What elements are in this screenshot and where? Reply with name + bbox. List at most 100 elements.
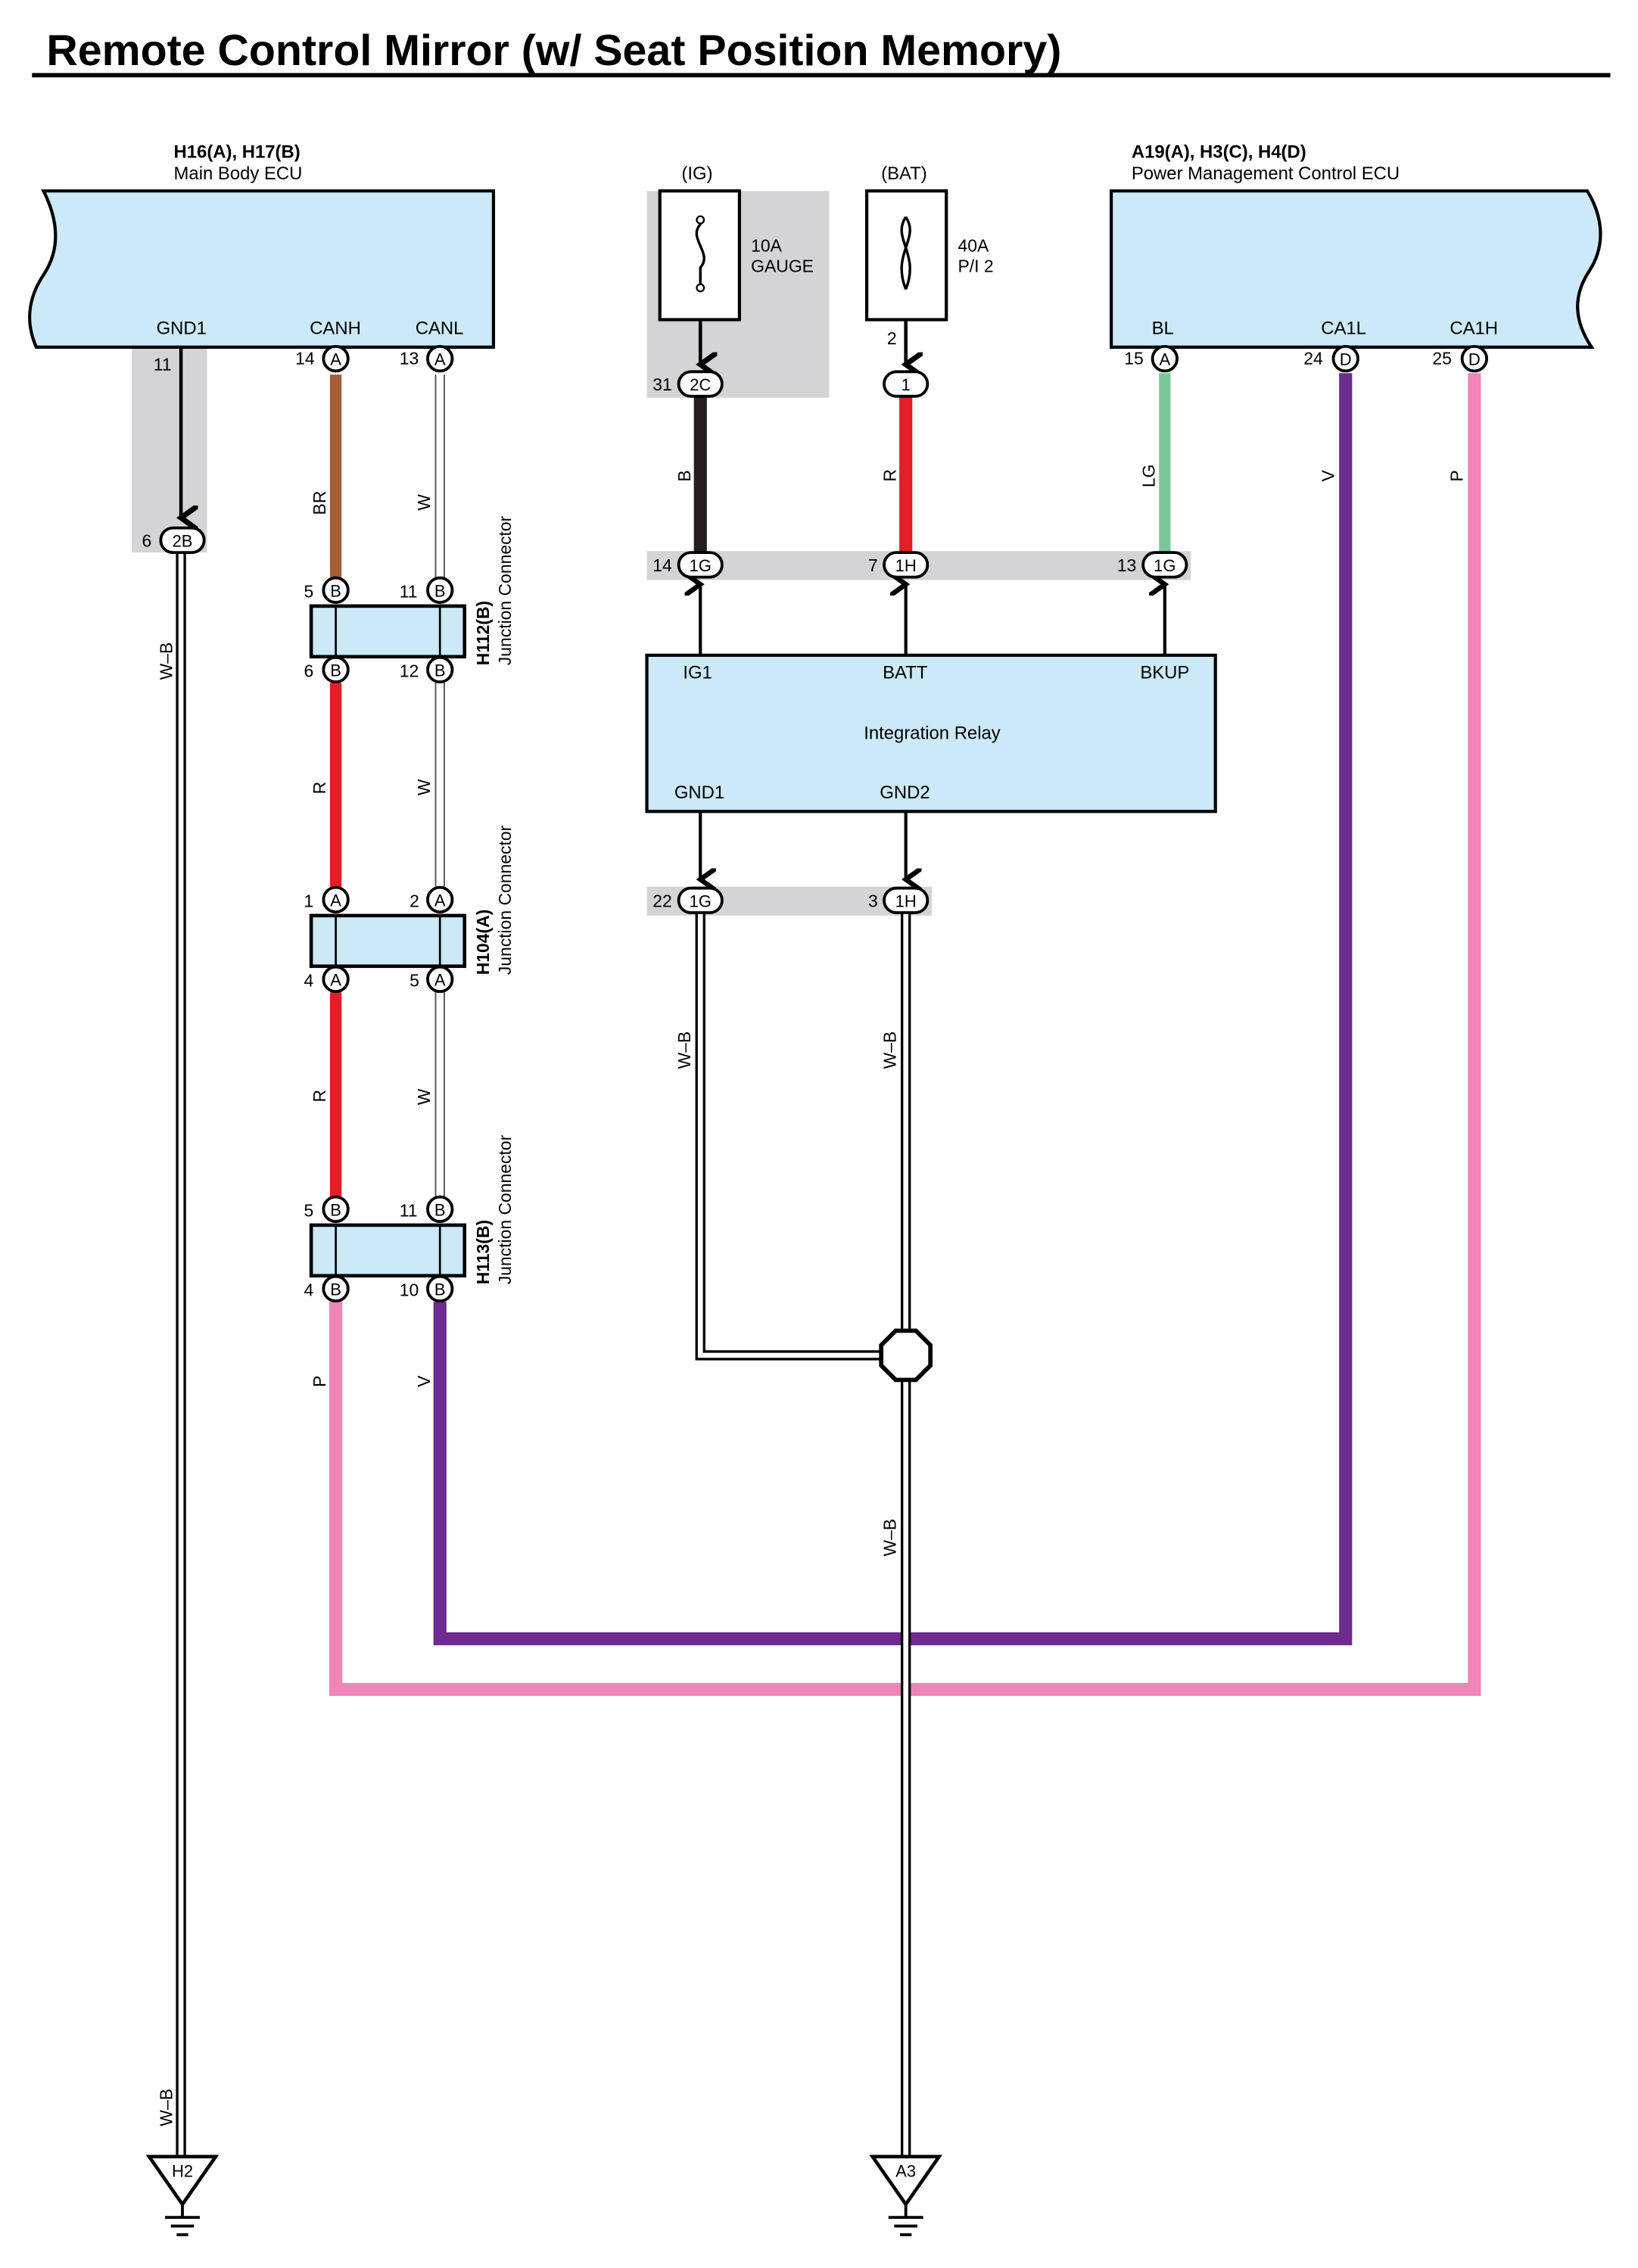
pm-ecu-connectors: A19(A), H3(C), H4(D) [1132, 142, 1306, 162]
ground-h2-label: H2 [172, 2162, 193, 2181]
svg-text:A: A [434, 971, 446, 990]
pin-circle-canh: A [322, 344, 350, 373]
main-body-ecu-box [28, 189, 496, 349]
pin-bl: 15 [1124, 349, 1144, 369]
junction-h113: H113(B) Junction Connector 5 11 4 10 [304, 1134, 515, 1299]
wire-label-canl-top: W [414, 494, 434, 511]
relay-gnd1: GND1 [674, 782, 724, 803]
svg-text:22: 22 [652, 891, 672, 910]
svg-text:B: B [330, 1280, 341, 1299]
fuse-gauge-name: GAUGE [751, 256, 814, 275]
pin-ca1l: 24 [1303, 349, 1323, 369]
junction-h112-pin-tl: 5 [304, 581, 314, 601]
svg-text:A: A [434, 350, 446, 369]
pin-circle-h104-bl: A [322, 965, 350, 994]
svg-text:A: A [434, 891, 446, 910]
connector-2c: 2C 31 [652, 370, 724, 398]
pin-circle-canl: A [426, 344, 454, 373]
connector-1h-batt: 1H 7 [868, 551, 930, 579]
wire-label-canh-top: BR [310, 491, 329, 515]
svg-text:2C: 2C [690, 375, 711, 394]
relay-bkup: BKUP [1140, 662, 1189, 683]
wire-label-canh-mid: R [310, 782, 329, 795]
junction-h112-desc: Junction Connector [495, 515, 515, 665]
svg-text:A: A [330, 350, 341, 369]
pin-circle-h104-tr: A [426, 885, 454, 914]
wire-label-ca1l: V [1318, 469, 1337, 481]
pin-canl: 13 [400, 349, 419, 369]
connector-1g-bkup: 1G 13 [1117, 551, 1188, 579]
pin-circle-h113-bl: B [322, 1274, 350, 1303]
svg-text:D: D [1468, 350, 1481, 369]
wire-label-ig-feed: B [674, 470, 694, 481]
main-body-ecu-connectors: H16(A), H17(B) [174, 142, 301, 162]
pin-circle-h113-br: B [426, 1274, 454, 1303]
svg-text:B: B [434, 1200, 446, 1219]
svg-text:1: 1 [902, 375, 911, 394]
junction-h104: H104(A) Junction Connector 1 2 4 5 [304, 825, 515, 990]
relay-name: Integration Relay [864, 723, 1001, 744]
wire-label-canh-low: R [310, 1090, 329, 1103]
splice-point [879, 1328, 933, 1383]
pin-canh: 14 [295, 349, 315, 369]
svg-text:2B: 2B [173, 531, 193, 550]
ground-h2: H2 [145, 2154, 220, 2236]
pin-circle-h112-tl: B [322, 576, 350, 604]
junction-h104-pin-tr: 2 [410, 891, 419, 910]
connector-1g-ig1: 1G 14 [652, 551, 724, 579]
svg-text:1G: 1G [690, 891, 712, 910]
wire-label-ca1h: P [1447, 470, 1467, 481]
integration-relay: IG1 BATT BKUP Integration Relay GND1 GND… [645, 653, 1217, 814]
terminal-bl: BL [1152, 319, 1174, 339]
pin-circles: A A A D D B B B B A A A A B B B B [322, 344, 1489, 1303]
integration-relay-box [645, 653, 1217, 814]
connector-1g-gnd1: 1G 22 [652, 886, 724, 914]
svg-text:A: A [330, 891, 341, 910]
junction-h112-pin-bl: 6 [304, 661, 314, 681]
main-body-ecu: H16(A), H17(B) Main Body ECU GND1 CANH C… [28, 142, 496, 374]
pm-ecu-name: Power Management Control ECU [1132, 163, 1400, 184]
wire-label-bat-feed: R [880, 469, 899, 482]
wire-label-bkup-feed: LG [1138, 465, 1158, 488]
svg-text:6: 6 [142, 530, 151, 550]
fuse-gauge: (IG) 10A GAUGE [658, 163, 814, 322]
svg-text:7: 7 [868, 555, 878, 575]
wire-relay-gnd1 [695, 913, 886, 1361]
connector-1: 1 [883, 370, 930, 398]
relay-gnd2: GND2 [880, 782, 930, 803]
junction-h113-pin-br: 10 [400, 1280, 419, 1300]
wire-label-relay-gnd1: W–B [674, 1031, 694, 1069]
svg-text:A: A [330, 971, 341, 990]
capsule-connectors: 2B 6 2C 31 1 1G 14 1H 7 1G 13 1G [142, 370, 1188, 914]
svg-text:3: 3 [868, 891, 878, 910]
junction-h113-pin-tr: 11 [400, 1200, 418, 1220]
svg-text:B: B [434, 581, 446, 600]
junction-h112-pin-tr: 11 [400, 581, 418, 601]
fuse-pi2-name: P/I 2 [958, 256, 993, 275]
svg-text:14: 14 [652, 555, 672, 575]
junction-h104-pin-br: 5 [410, 971, 419, 991]
pin-circle-ca1l: D [1331, 344, 1359, 373]
wire-label-ground-h2: W–B [157, 2089, 176, 2126]
junction-h104-desc: Junction Connector [495, 825, 515, 975]
svg-text:1G: 1G [1154, 556, 1176, 575]
pm-ecu-box [1109, 189, 1602, 349]
svg-text:31: 31 [652, 375, 672, 394]
junction-h112: H112(B) Junction Connector 5 11 6 12 [304, 515, 515, 680]
page-title: Remote Control Mirror (w/ Seat Position … [46, 26, 1061, 75]
pin-circle-ca1h: D [1460, 344, 1489, 373]
gnd-connector-band [132, 347, 207, 553]
pin-circle-h113-tr: B [426, 1195, 454, 1224]
junction-h112-name: H112(B) [473, 601, 493, 665]
svg-text:A: A [1159, 350, 1170, 369]
ground-a3-label: A3 [895, 2162, 916, 2181]
wire-label-relay-gnd2: W–B [880, 1031, 899, 1069]
junction-h104-pin-bl: 4 [304, 971, 314, 991]
wire-label-gnd1-main: W–B [157, 642, 176, 680]
svg-text:B: B [330, 661, 341, 680]
ground-a3: A3 [869, 2154, 943, 2236]
pin-circle-h104-tl: A [322, 885, 350, 914]
svg-text:1H: 1H [895, 891, 917, 910]
relay-batt: BATT [883, 662, 928, 683]
